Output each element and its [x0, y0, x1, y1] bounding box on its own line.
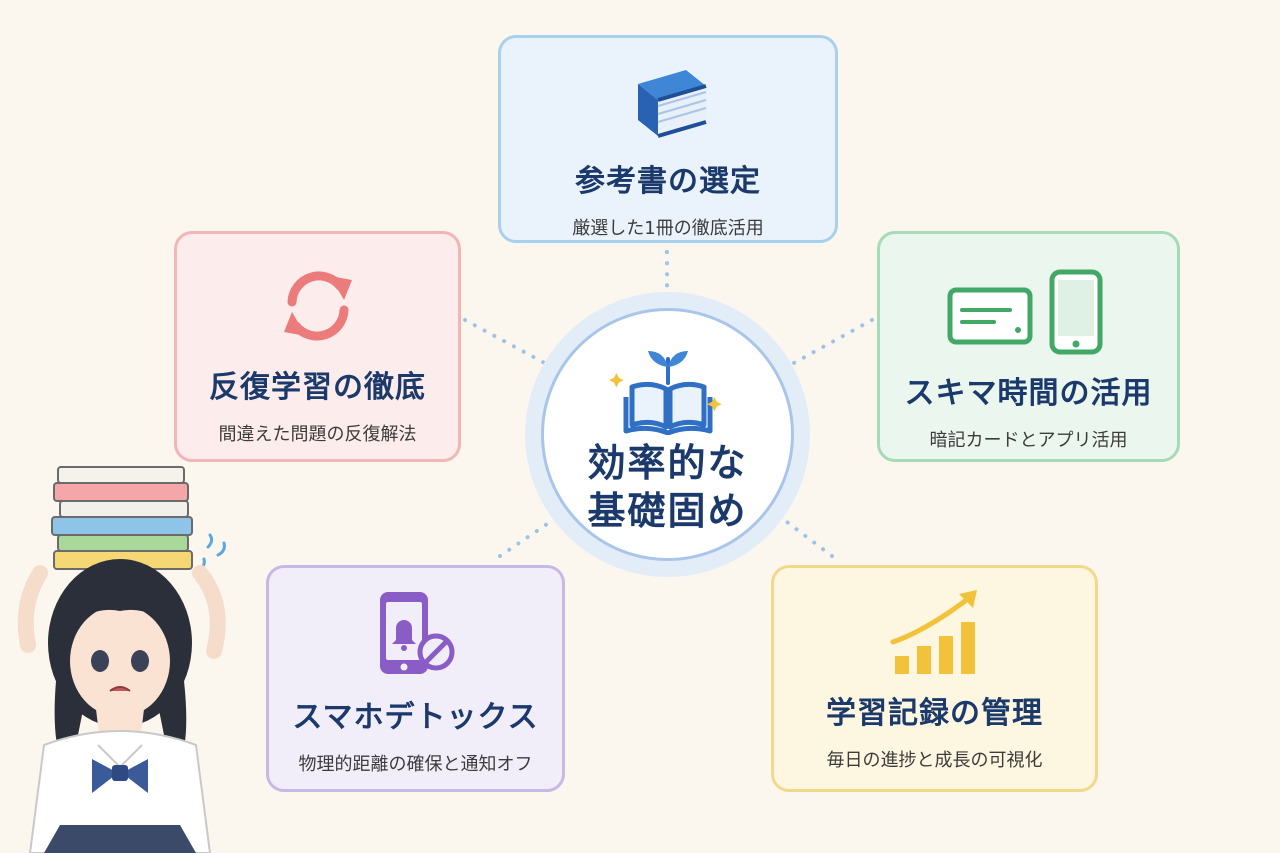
card-smartphone-detox: スマホデトックス 物理的距離の確保と通知オフ [266, 565, 565, 792]
card-study-record: 学習記録の管理 毎日の進捗と成長の可視化 [771, 565, 1098, 792]
card-reference-book: 参考書の選定 厳選した1冊の徹底活用 [498, 35, 838, 243]
card-subtitle: 毎日の進捗と成長の可視化 [826, 750, 1043, 771]
center-hub: 効率的な 基礎固め [541, 308, 794, 561]
hub-title: 効率的な 基礎固め [587, 439, 747, 535]
hub-title-line-1: 効率的な [587, 441, 748, 485]
card-subtitle: 間違えた問題の反復解法 [218, 424, 417, 445]
open-book-sprout-icon [608, 351, 722, 435]
book-icon [638, 70, 707, 138]
repeat-arrows-icon [283, 271, 352, 341]
card-subtitle: 暗記カードとアプリ活用 [929, 430, 1128, 451]
card-title: 学習記録の管理 [826, 696, 1043, 731]
hub-title-line-2: 基礎固め [587, 489, 748, 533]
card-title: スマホデトックス [292, 700, 539, 735]
card-title: スキマ時間の活用 [904, 376, 1153, 411]
growth-chart-icon [890, 590, 977, 674]
book-stack [51, 466, 193, 570]
card-spare-time: スキマ時間の活用 暗記カードとアプリ活用 [877, 231, 1180, 462]
muted-phone-icon [379, 592, 454, 674]
card-repetition: 反復学習の徹底 間違えた問題の反復解法 [174, 231, 461, 462]
card-subtitle: 厳選した1冊の徹底活用 [572, 218, 764, 239]
card-subtitle: 物理的距離の確保と通知オフ [298, 754, 533, 775]
card-title: 反復学習の徹底 [209, 370, 426, 405]
student-illustration [17, 466, 226, 853]
card-title: 参考書の選定 [575, 164, 761, 199]
flashcard-smartphone-icon [947, 269, 1102, 355]
